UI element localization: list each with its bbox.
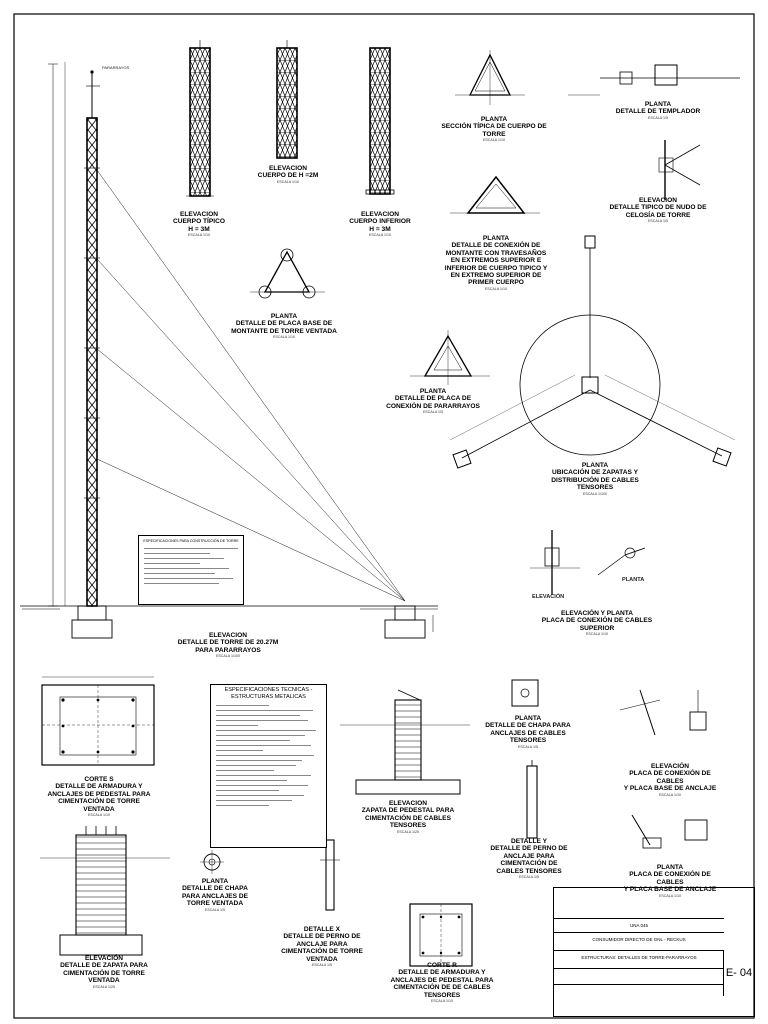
spec-box-tecnicas-title: ESPECIFICACIONES TECNICAS - ESTRUCTURAS … [224, 687, 313, 700]
title-elevacion-placa-cables: ELEVACIÓN Y PLANTA PLACA DE CONEXIÓN DE … [541, 610, 653, 637]
title-detalle-x: DETALLE X DETALLE DE PERNO DE ANCLAJE PA… [281, 926, 363, 968]
cable-anchor-plate-plan [511, 679, 539, 707]
title-elevacion-zapata-pedestal: ELEVACION ZAPATA DE PEDESTAL PARA CIMENT… [361, 800, 455, 834]
title-planta-conexion-montante: PLANTA DETALLE DE CONEXIÓN DE MONTANTE C… [444, 235, 548, 291]
anchor-layout-plan [449, 235, 736, 469]
title-elevacion-cuerpo-h2: ELEVACION CUERPO DE H =2M ESCALA 1/10 [257, 165, 319, 184]
title-block: UNA 045 CONSUMIDOR DIRECTO DE GNL - RECK… [553, 887, 755, 1017]
tower-elevation [20, 62, 438, 639]
title-elevacion-nudo: ELEVACION DETALLE TIPICO DE NUDO DE CELO… [609, 197, 707, 224]
title-block-row-info [554, 968, 724, 981]
label-planta: PLANTA [622, 577, 645, 583]
spec-box-torre-body [139, 545, 243, 586]
plan-connection-triangle [450, 175, 540, 214]
section-s-pedestal [41, 676, 155, 766]
tower-anchor-plate-plan [200, 850, 224, 874]
turnbuckle-detail [568, 64, 740, 96]
title-elevacion-cuerpo-tipico: ELEVACION CUERPO TÍPICO H = 3M ESCALA 1/… [172, 211, 226, 238]
spec-box-tecnicas-body [211, 700, 326, 808]
plan-section-triangle [455, 50, 525, 105]
title-elevacion-cuerpo-inferior: ELEVACION CUERPO INFERIOR H = 3M ESCALA … [349, 211, 411, 238]
title-block-sheet-number: E- 04 [723, 950, 754, 996]
title-corte-r: CORTE R DETALLE DE ARMADURA Y ANCLAJES D… [390, 962, 494, 1004]
title-block-sheet-title: ESTRUCTURAS: DETALLES DE TORRE-PARARRAYO… [554, 950, 724, 965]
title-elevacion-torre: ELEVACION DETALLE DE TORRE DE 20.27M PAR… [177, 632, 279, 659]
plan-base-plate-triangle [250, 248, 325, 299]
label-pararrayos: PARARRAYOS [102, 65, 130, 70]
title-planta-pararrayos: PLANTA DETALLE DE PLACA DE CONEXIÓN DE P… [386, 388, 480, 415]
title-block-client: CONSUMIDOR DIRECTO DE GNL - RECKUS [554, 932, 724, 947]
label-elevacion: ELEVACIÓN [532, 594, 565, 600]
spec-box-torre: ESPECIFICACIONES PARA CONSTRUCCIÓN DE TO… [138, 535, 244, 605]
pedestal-footing-elevation [340, 689, 470, 795]
title-block-row-dates [554, 984, 724, 997]
title-block-project-code: UNA 045 [554, 918, 724, 933]
title-planta-chapa-torre: PLANTA DETALLE DE CHAPA PARA ANCLAJES DE… [181, 878, 249, 912]
truss-elevation-tipico [186, 40, 214, 197]
spec-box-tecnicas: ESPECIFICACIONES TECNICAS - ESTRUCTURAS … [210, 684, 327, 848]
sheet-border [13, 13, 755, 1019]
anchor-bolt-x [320, 839, 340, 911]
upper-cable-plate [530, 530, 646, 595]
title-planta-placa-anclaje: PLANTA PLACA DE CONEXIÓN DE CABLES Y PLA… [623, 864, 717, 898]
spec-box-torre-title: ESPECIFICACIONES PARA CONSTRUCCIÓN DE TO… [143, 539, 239, 543]
truss-elevation-h2 [276, 40, 298, 159]
title-planta-chapa-cables: PLANTA DETALLE DE CHAPA PARA ANCLAJES DE… [485, 715, 571, 749]
title-planta-seccion-tipica: PLANTA SECCIÓN TÍPICA DE CUERPO DE TORRE… [441, 116, 547, 143]
section-r-pedestal [409, 903, 473, 967]
tower-footing-elevation [40, 826, 170, 956]
title-planta-placa-base: PLANTA DETALLE DE PLACA BASE DE MONTANTE… [231, 313, 337, 340]
truss-elevation-inferior [365, 47, 395, 195]
anchor-plate-elevation [619, 689, 707, 736]
plan-lightning-plate-triangle [410, 330, 490, 385]
title-planta-templador: PLANTA DETALLE DE TEMPLADOR ESCALA 1/5 [615, 101, 701, 120]
anchor-plate-plan [631, 814, 708, 849]
title-planta-zapatas: PLANTA UBICACIÓN DE ZAPATAS Y DISTRIBUCI… [551, 462, 639, 496]
title-detalle-y: DETALLE Y DETALLE DE PERNO DE ANCLAJE PA… [490, 838, 568, 880]
title-elevacion-zapata-torre: ELEVACIÓN DETALLE DE ZAPATA PARA CIMENTA… [60, 955, 148, 989]
title-corte-s: CORTE S DETALLE DE ARMADURA Y ANCLAJES D… [47, 776, 151, 818]
anchor-bolt-y [526, 760, 538, 839]
lattice-node-detail [658, 140, 701, 200]
title-elevacion-placa-anclaje: ELEVACIÓN PLACA DE CONEXIÓN DE CABLES Y … [623, 763, 717, 797]
